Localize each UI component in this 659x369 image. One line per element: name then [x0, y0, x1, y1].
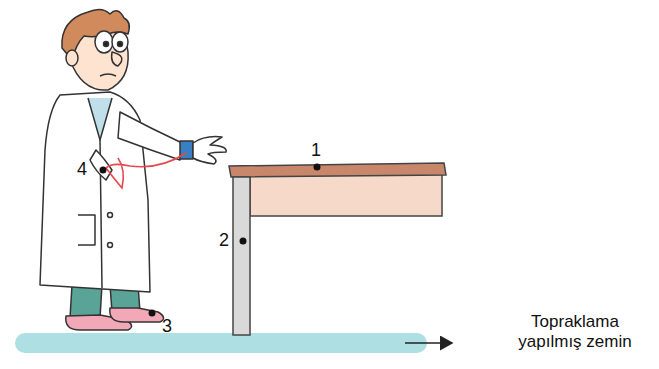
- callout-number: 2: [219, 230, 229, 252]
- callout-number: 1: [311, 140, 321, 162]
- scientist: [40, 9, 226, 330]
- point-dot: [240, 238, 247, 245]
- point-dot: [100, 167, 107, 174]
- wrist-strap-cord: [106, 153, 186, 188]
- point-dot: [314, 164, 321, 171]
- callout-number: 4: [77, 159, 87, 181]
- table: [229, 163, 446, 335]
- leader-arrow: [405, 342, 452, 344]
- point-dot: [149, 310, 156, 317]
- grounded-floor: [15, 333, 427, 353]
- ground-label: Topraklama yapılmış zemin: [505, 312, 645, 353]
- callout-number: 3: [162, 316, 172, 338]
